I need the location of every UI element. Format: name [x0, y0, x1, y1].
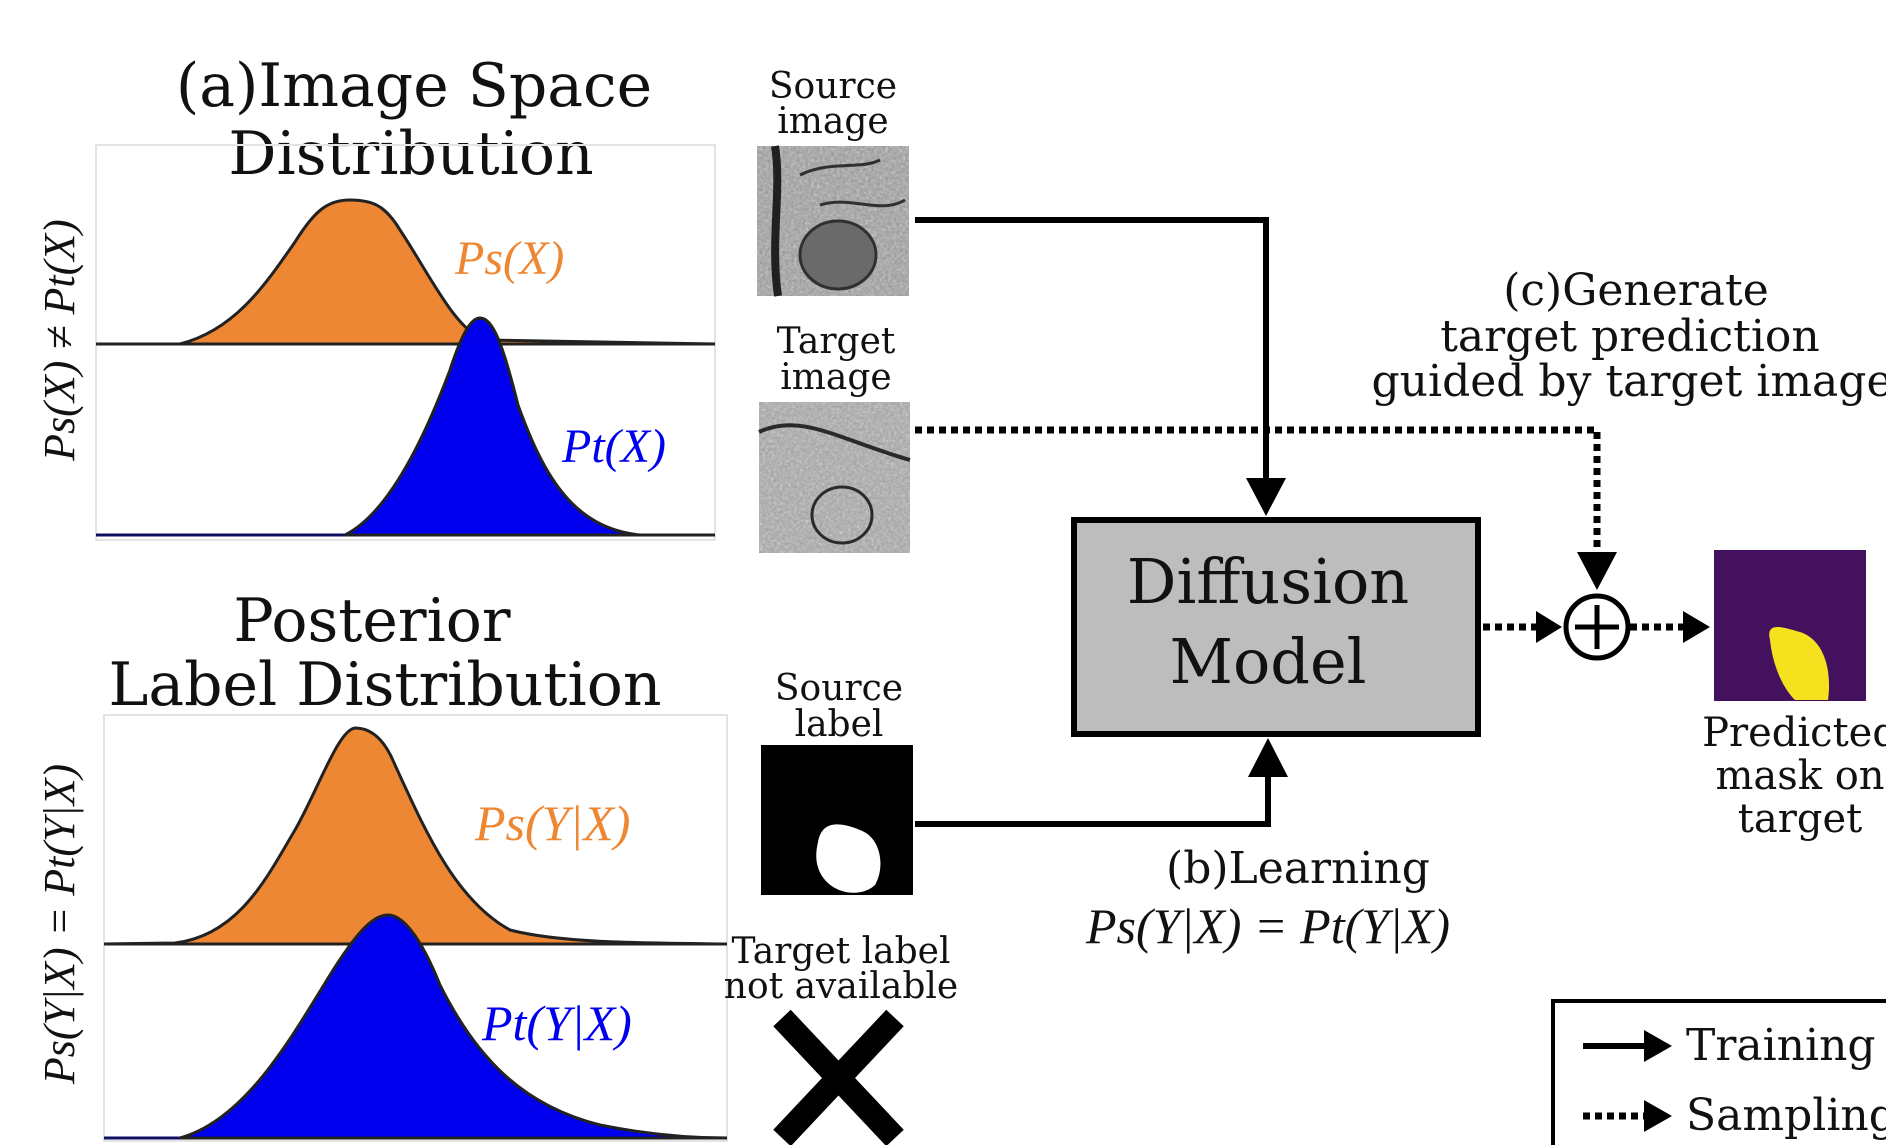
panel-c-line2: target prediction [1440, 311, 1820, 362]
predicted-mask-caption-line2: mask on [1715, 753, 1884, 799]
legend-training-label: Training [1686, 1020, 1876, 1071]
legend: Training Sampling [1551, 999, 1886, 1145]
posterior-title-line2: Label Distribution [109, 650, 662, 720]
panel-a-title-line1: (a)Image Space [176, 51, 652, 121]
panel-b-title: (b)Learning [1166, 843, 1430, 894]
diffusion-model-line2: Model [1169, 625, 1366, 698]
panel-a-image-space: (a)Image Space Distribution Ps(X) Pt(X) … [35, 51, 716, 541]
target-image-thumbnail [758, 402, 911, 553]
sampling-arrow-target-image [915, 426, 1617, 590]
target-image-distribution-label: Pt(X) [561, 420, 666, 473]
source-posterior-label: Ps(Y|X) [474, 795, 630, 851]
panel-b-learning: (b)Learning Ps(Y|X) = Pt(Y|X) [1085, 843, 1450, 954]
legend-sampling-arrow-icon [1583, 1100, 1672, 1132]
target-label-caption-line2: not available [724, 966, 958, 1007]
source-image-distribution-label: Ps(X) [454, 232, 564, 285]
source-posterior-curve [103, 726, 728, 946]
legend-training-arrow-icon [1583, 1030, 1672, 1062]
not-available-cross-icon [773, 1009, 904, 1145]
diffusion-model-line1: Diffusion [1127, 545, 1409, 618]
posterior-title-line1: Posterior [233, 586, 510, 656]
source-label-caption-line1: Source [775, 668, 903, 709]
combine-plus-icon [1563, 593, 1631, 661]
sampling-arrow-diffusion-output [1483, 611, 1562, 643]
predicted-mask-caption-line3: target [1738, 796, 1862, 842]
source-image-block: Source image [757, 66, 909, 297]
target-image-caption-line2: image [780, 357, 891, 398]
training-arrow-source-image [915, 217, 1286, 516]
source-label-caption-line2: label [795, 704, 884, 745]
predicted-mask-block: Predicted mask on target [1702, 550, 1886, 842]
diffusion-model-box: Diffusion Model [1071, 517, 1481, 737]
predicted-mask-image [1714, 550, 1866, 701]
target-label-caption-line1: Target label [732, 931, 951, 972]
source-label-mask [761, 745, 913, 895]
source-label-block: Source label [761, 668, 913, 895]
target-posterior-curve [179, 913, 728, 1140]
panel-a-title-line2: Distribution [228, 119, 593, 189]
legend-box [1551, 999, 1886, 1145]
panel-c-line1: (c)Generate [1503, 265, 1769, 316]
predicted-mask-caption-line1: Predicted [1702, 710, 1886, 756]
source-image-caption-line2: image [777, 101, 888, 142]
panel-c-line3: guided by target image [1372, 356, 1886, 407]
target-label-block: Target label not available [724, 931, 958, 1145]
posterior-plot-frame [103, 714, 728, 1142]
panel-b-equation: Ps(Y|X) = Pt(Y|X) [1085, 898, 1450, 954]
target-posterior-label: Pt(Y|X) [481, 995, 632, 1051]
target-image-distribution-curve [344, 316, 715, 537]
sampling-arrow-prediction [1630, 611, 1710, 643]
target-image-caption-line1: Target [777, 321, 896, 362]
source-image-distribution-curve [179, 198, 716, 346]
source-image-caption-line1: Source [769, 66, 897, 107]
posterior-y-axis-label: Ps(Y|X) = Pt(Y|X) [35, 764, 84, 1085]
panel-posterior-label: Posterior Label Distribution Ps(Y|X) Pt(… [35, 586, 728, 1142]
legend-sampling-label: Sampling [1686, 1090, 1886, 1141]
panel-c-generate: (c)Generate target prediction guided by … [1372, 265, 1886, 407]
panel-a-y-axis-label: Ps(X) ≠ Pt(X) [35, 219, 84, 462]
source-image-thumbnail [757, 145, 909, 297]
training-arrow-source-label [915, 738, 1288, 827]
target-image-block: Target image [758, 321, 911, 553]
